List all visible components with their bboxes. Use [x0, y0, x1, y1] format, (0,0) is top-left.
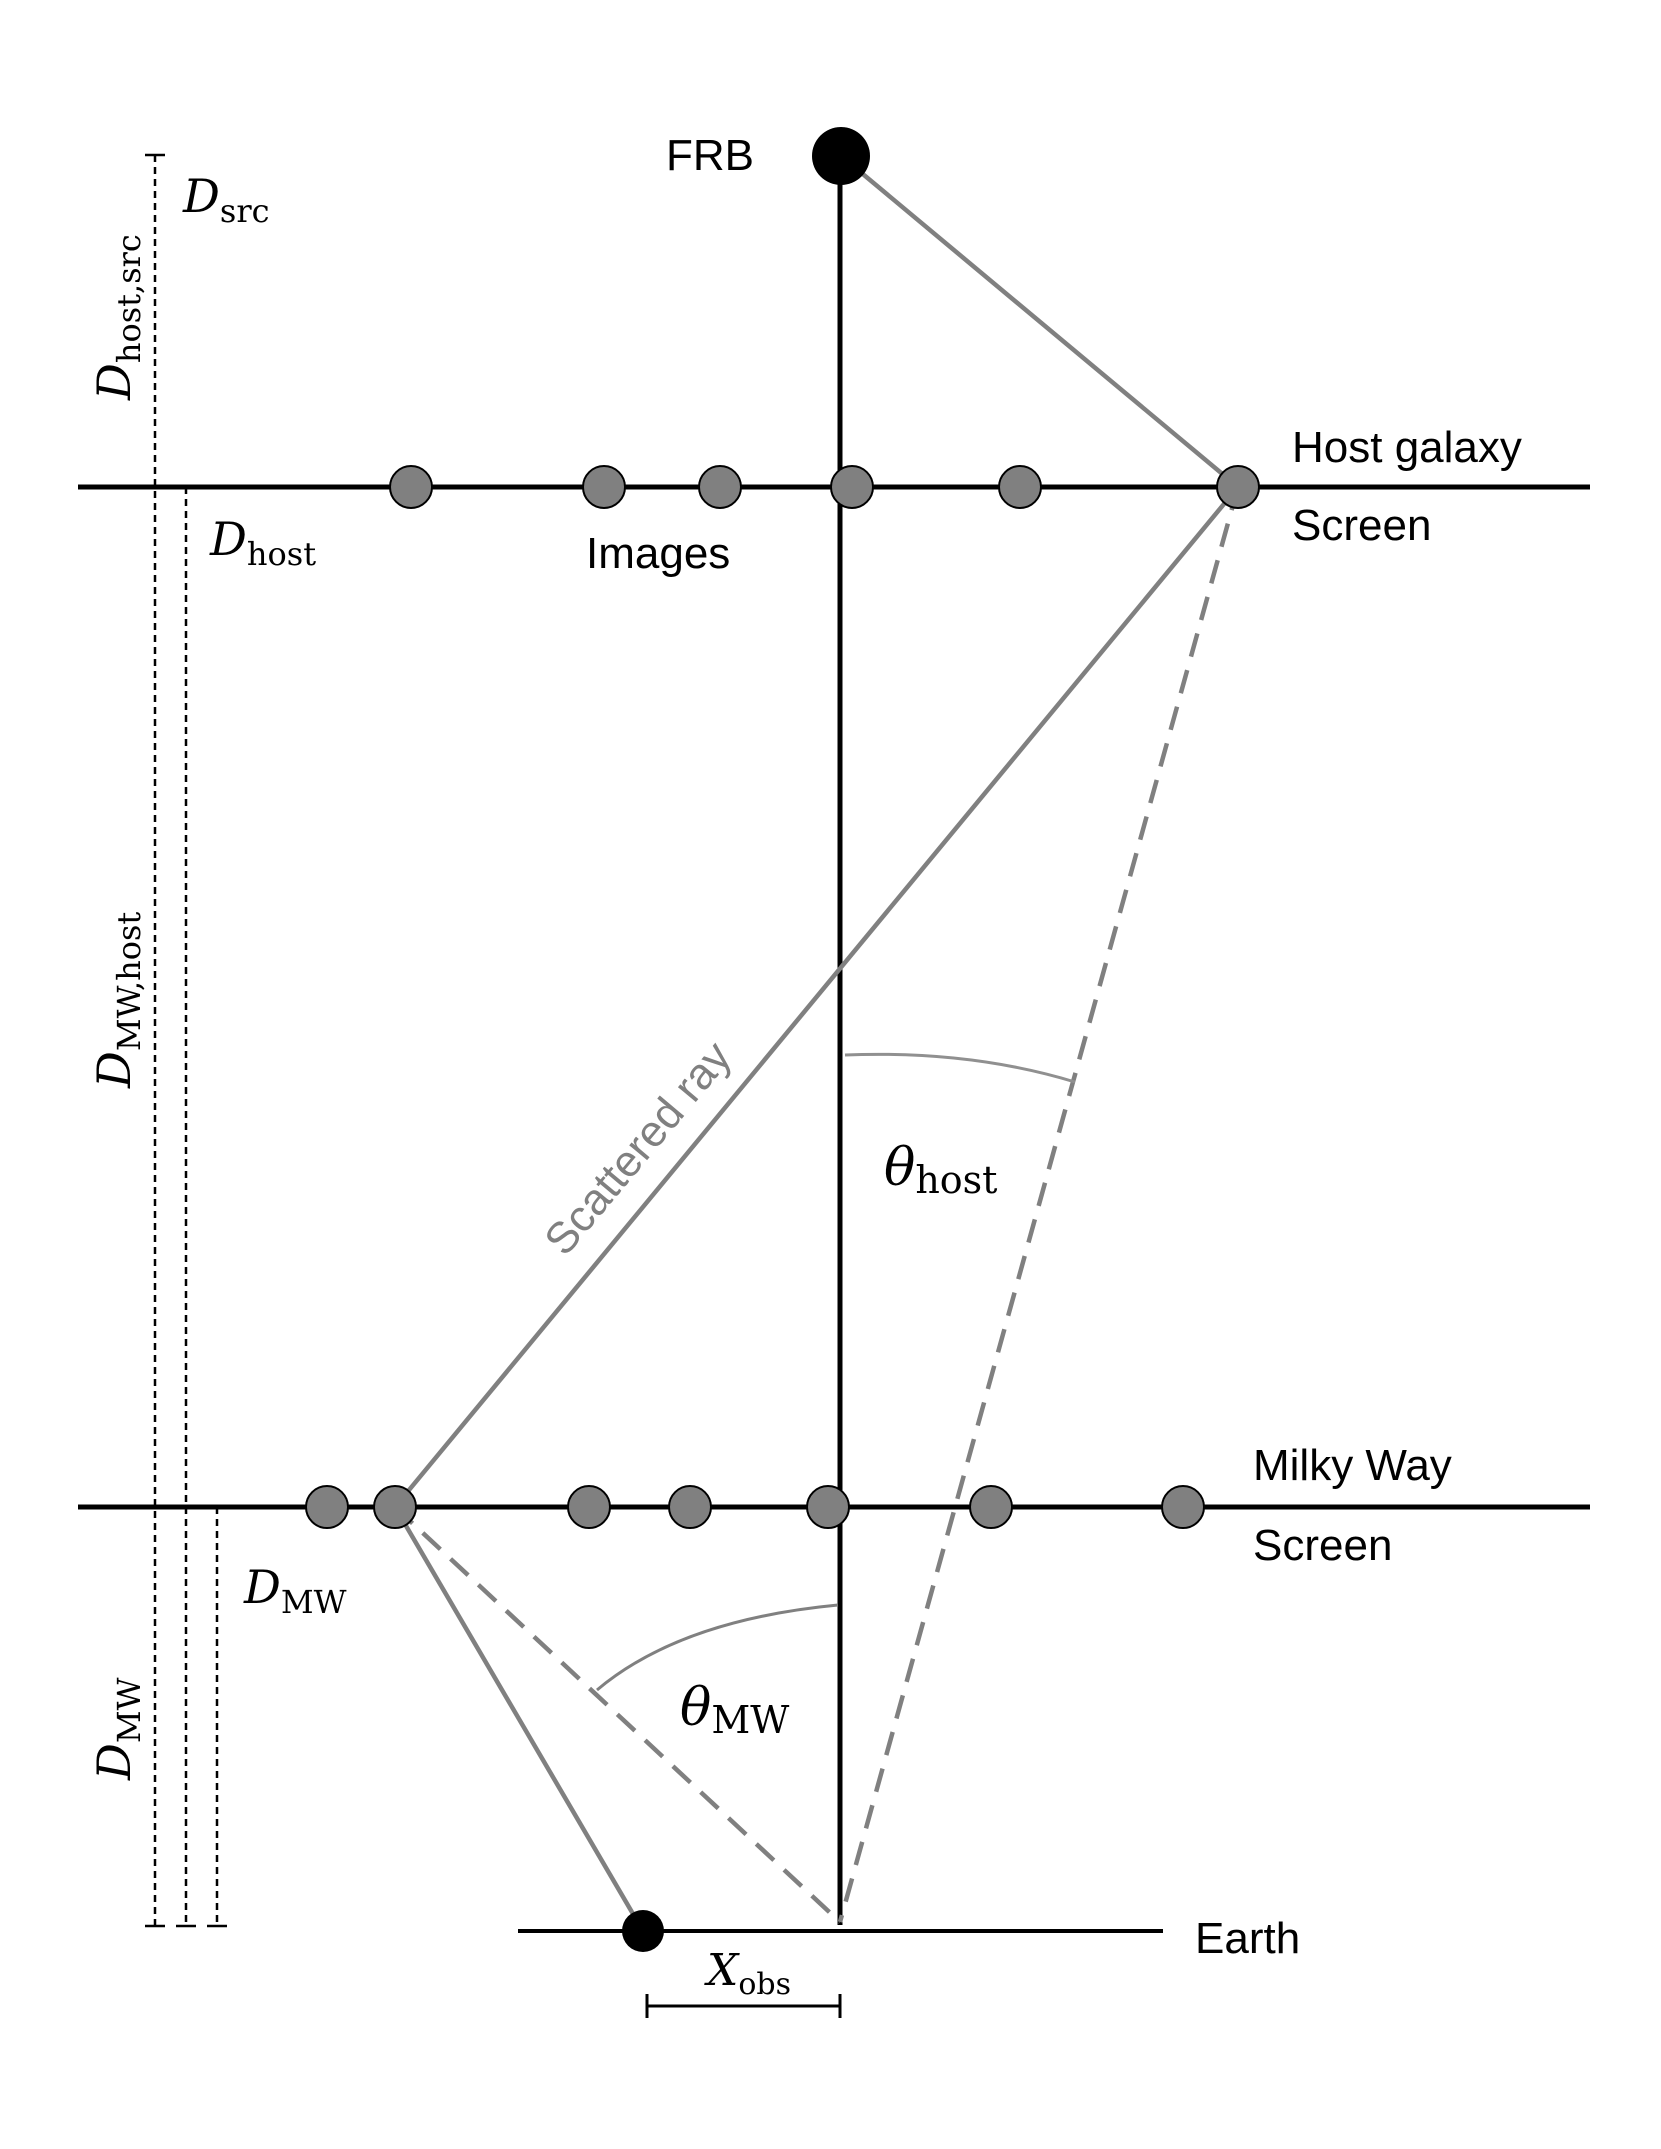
mw-image — [567, 1485, 611, 1529]
theta-host-arc — [844, 1052, 1076, 1084]
mw-image — [969, 1485, 1013, 1529]
d-src-label: Dsrc — [182, 169, 270, 230]
images-label: Images — [586, 529, 730, 578]
d-mw-side-label: DMW — [243, 1560, 347, 1621]
host-image — [698, 465, 742, 509]
mw-image — [305, 1485, 349, 1529]
host-apparent-dashed-ray — [837, 486, 1241, 1923]
scattered-ray — [393, 485, 1240, 1509]
host-image — [998, 465, 1042, 509]
d-host-label: Dhost — [209, 512, 316, 573]
mw-screen-images — [305, 1485, 1205, 1529]
rays — [393, 153, 1241, 1933]
host-screen-label: Screen — [1292, 501, 1431, 550]
distance-markers — [145, 153, 227, 1928]
host-screen-images — [389, 465, 1260, 509]
host-image — [389, 465, 433, 509]
mw-image — [668, 1485, 712, 1529]
host-image — [830, 465, 874, 509]
host-image — [1216, 465, 1260, 509]
theta-mw-label: θMW — [680, 1678, 789, 1742]
milky-way-label: Milky Way — [1253, 1441, 1452, 1490]
mw-image — [373, 1485, 417, 1529]
mw-image-to-earth-ray — [393, 1505, 645, 1933]
frb-to-host-image-ray — [838, 153, 1240, 489]
x-obs-bracket — [645, 1994, 842, 2018]
theta-mw-arc — [596, 1603, 839, 1692]
mw-image — [806, 1485, 850, 1529]
d-mw-vertical-label: DMW — [87, 1677, 148, 1781]
host-galaxy-label: Host galaxy — [1292, 423, 1522, 472]
frb-label: FRB — [666, 131, 754, 180]
mw-image — [1161, 1485, 1205, 1529]
x-obs-label: Xobs — [704, 1945, 791, 2002]
frb-source — [812, 127, 870, 185]
mw-screen-label: Screen — [1253, 1521, 1392, 1570]
earth-label: Earth — [1195, 1914, 1300, 1963]
d-mw-host-label: DMW,host — [87, 912, 148, 1089]
observer — [622, 1910, 664, 1952]
host-image — [582, 465, 626, 509]
mw-apparent-dashed-ray — [393, 1505, 842, 1924]
d-host-src-label: Dhost,src — [87, 234, 148, 401]
scattered-ray-label: Scattered ray — [535, 1032, 741, 1264]
theta-host-label: θhost — [884, 1138, 997, 1202]
